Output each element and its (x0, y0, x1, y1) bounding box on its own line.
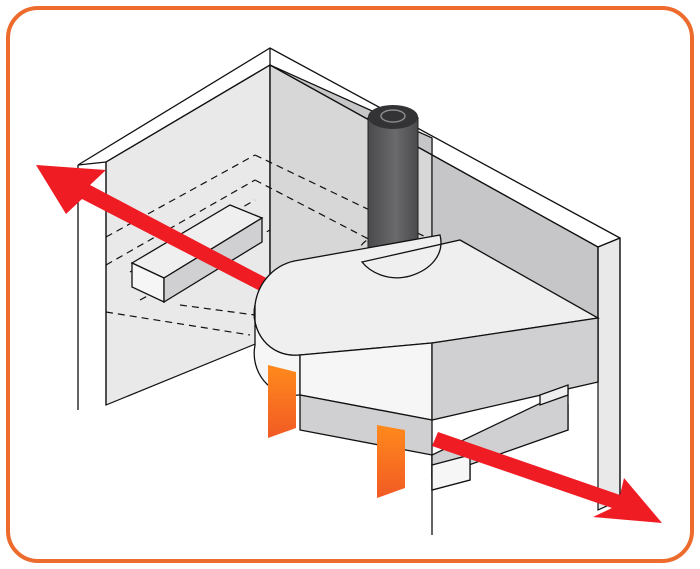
heat-flow-icon (268, 365, 405, 498)
rod-top (368, 105, 418, 129)
heat-strip-left (268, 365, 296, 438)
arrow-head-left (36, 165, 270, 292)
heat-strip-right (377, 425, 405, 498)
slider-side (431, 317, 599, 421)
outer-frame (6, 6, 694, 563)
arrow-head-right (432, 432, 662, 523)
housing-outline (77, 47, 621, 535)
rod-bore (380, 109, 406, 123)
arrow-front (432, 432, 662, 523)
double-arrow-icon (36, 165, 270, 292)
housing-right-face (597, 237, 621, 511)
